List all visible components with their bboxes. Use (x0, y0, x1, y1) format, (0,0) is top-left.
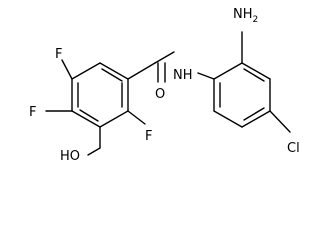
bond (101, 68, 123, 82)
atom-label-f-left: F (29, 105, 36, 120)
bond (127, 62, 156, 80)
bonds (45, 31, 291, 156)
bond (241, 62, 271, 80)
bond (243, 107, 265, 121)
bond (99, 62, 129, 80)
atom-label-amino: NH2 (233, 7, 258, 25)
bond (243, 68, 265, 82)
bond (79, 109, 99, 122)
bond (213, 62, 243, 80)
bond (127, 110, 146, 125)
atom-label-carbonyl-o: O (155, 87, 165, 102)
bond (213, 110, 243, 128)
bond (99, 110, 129, 128)
bond (87, 147, 101, 156)
atom-label-hydroxyl: HO (60, 149, 80, 164)
chemical-structure: F F HO F O NH NH2 Cl (29, 7, 300, 164)
bond (154, 51, 175, 64)
atom-label-f-right: F (145, 129, 152, 144)
bond (197, 72, 215, 80)
bond (61, 59, 73, 80)
atom-label-chloro: Cl (287, 141, 300, 156)
bond (71, 62, 101, 80)
atom-label-f-top: F (55, 47, 62, 62)
bond (269, 110, 291, 133)
structure-canvas: F F HO F O NH NH2 Cl (29, 7, 300, 164)
atom-label-amide-nh: NH (173, 68, 193, 83)
atom-labels: F F HO F O NH NH2 Cl (29, 7, 300, 164)
bond (71, 110, 101, 128)
bond (241, 110, 271, 128)
